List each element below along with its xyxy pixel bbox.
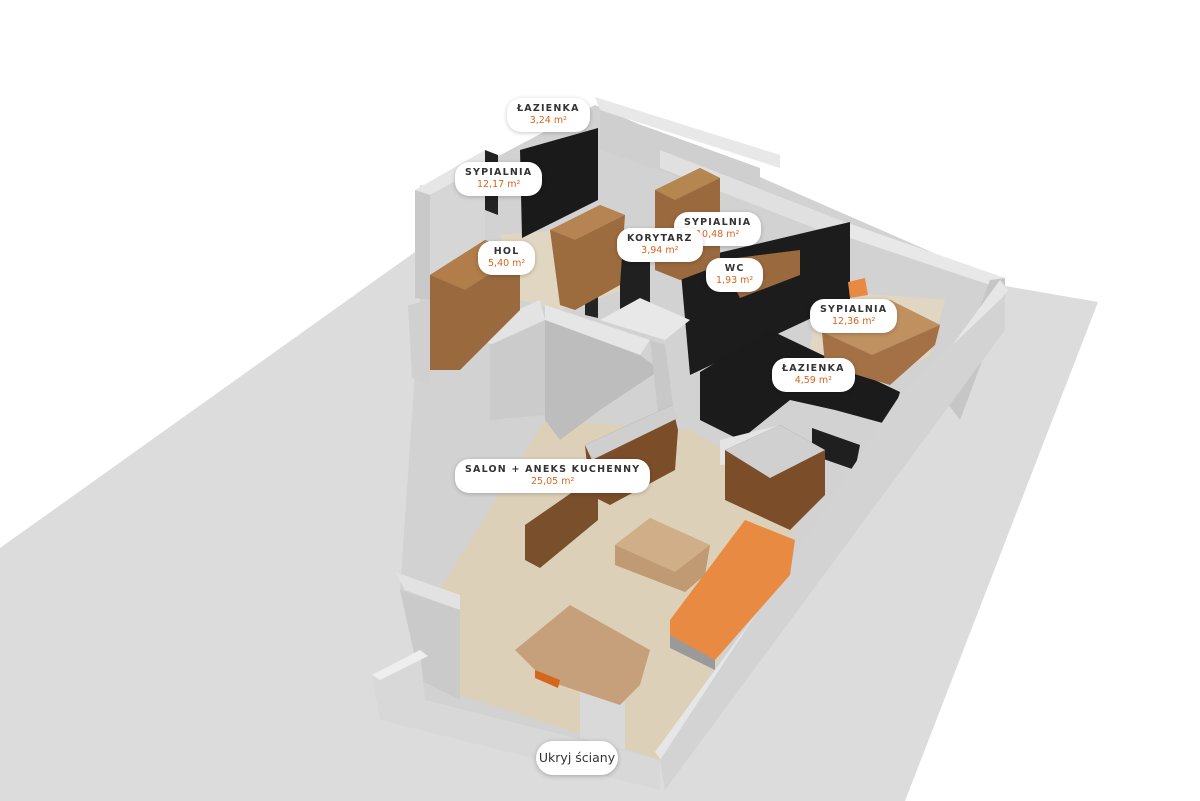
- wall: [580, 688, 625, 750]
- wall: [545, 320, 660, 440]
- kitchen-counter-top: [585, 405, 678, 460]
- room-area: 12,17 m²: [476, 178, 521, 190]
- room-area: 3,94 m²: [641, 244, 679, 256]
- room-name: SYPIALNIA: [820, 304, 888, 315]
- living-room-floor: [430, 420, 810, 760]
- room-label-hol[interactable]: HOL 5,40 m²: [478, 241, 536, 275]
- room-label-lazienka-2[interactable]: ŁAZIENKA 4,59 m²: [772, 358, 855, 392]
- room-area: 3,24 m²: [529, 114, 567, 126]
- room-name: HOL: [493, 246, 520, 257]
- sofa-base: [670, 635, 715, 670]
- wall: [415, 150, 485, 195]
- wall: [400, 590, 460, 700]
- room-name: SYPIALNIA: [465, 167, 533, 178]
- room-label-wc[interactable]: WC 1,93 m²: [706, 258, 764, 292]
- room-area: 1,93 m²: [716, 274, 754, 286]
- hide-walls-button[interactable]: Ukryj ściany: [536, 741, 618, 775]
- dining-table-leg: [535, 670, 560, 688]
- wardrobe-top: [655, 168, 720, 200]
- room-label-salon[interactable]: SALON + ANEKS KUCHENNY 25,05 m²: [455, 459, 651, 493]
- outer-wall-right-face: [660, 295, 1005, 790]
- room-name: ŁAZIENKA: [517, 103, 580, 114]
- wall: [408, 300, 430, 385]
- bed-top: [550, 205, 625, 240]
- wall: [490, 320, 545, 420]
- wall-dark: [812, 428, 860, 470]
- wall: [595, 97, 780, 168]
- room-area: 4,59 m²: [794, 374, 832, 386]
- room-label-sypialnia-1[interactable]: SYPIALNIA 12,17 m²: [455, 162, 543, 196]
- wall: [415, 190, 430, 300]
- sideboard: [848, 278, 868, 298]
- room-label-sypialnia-3[interactable]: SYPIALNIA 12,36 m²: [810, 299, 898, 333]
- coffee-table-top: [615, 518, 710, 572]
- room-name: ŁAZIENKA: [782, 363, 845, 374]
- sofa: [670, 520, 795, 660]
- room-name: SYPIALNIA: [684, 217, 752, 228]
- room-area: 25,05 m²: [531, 475, 575, 487]
- room-name: KORYTARZ: [627, 233, 693, 244]
- room-label-lazienka-1[interactable]: ŁAZIENKA 3,24 m²: [507, 98, 590, 132]
- outer-wall-front-top: [372, 650, 428, 680]
- wall: [600, 298, 690, 340]
- wall: [845, 222, 1005, 290]
- wall: [545, 305, 650, 355]
- tv-unit: [525, 480, 598, 568]
- room-area: 5,40 m²: [488, 257, 526, 269]
- room-label-korytarz[interactable]: KORYTARZ 3,94 m²: [617, 228, 703, 262]
- kitchen-island-top: [725, 425, 825, 478]
- wall: [395, 572, 460, 610]
- room-name: WC: [724, 263, 745, 274]
- bathroom-wall-dark: [520, 128, 598, 238]
- room-name: SALON + ANEKS KUCHENNY: [465, 464, 641, 475]
- room-area: 10,48 m²: [695, 228, 740, 240]
- room-area: 12,36 m²: [831, 315, 876, 327]
